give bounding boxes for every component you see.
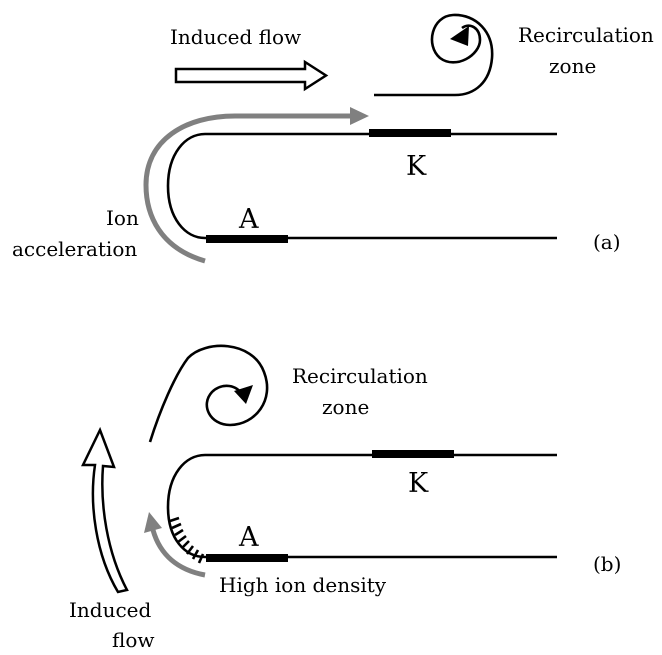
induced-flow-label-b-line1: Induced: [69, 598, 152, 622]
recirculation-label-b-line1: Recirculation: [292, 364, 428, 388]
electrode-k-b: [372, 450, 454, 458]
panel-a: Induced flow Recirculation zone K A Ion …: [12, 13, 654, 264]
ion-acceleration-arrowhead: [350, 107, 369, 125]
ion-arrow-b: [150, 529, 206, 578]
dielectric-surface-b: [166, 453, 557, 559]
induced-flow-label: Induced flow: [170, 25, 301, 49]
panel-b-label: (b): [593, 552, 621, 576]
electrode-a-b: [206, 554, 288, 562]
electrode-k-label: K: [406, 151, 427, 182]
dielectric-surface: [166, 132, 557, 240]
recirculation-spiral: [374, 13, 494, 97]
panel-b: Recirculation zone K A High ion density …: [69, 344, 621, 652]
ion-acceleration-label-line2: acceleration: [12, 237, 137, 261]
ion-arrowhead-b: [144, 512, 162, 533]
recirculation-spiral-b: [148, 344, 269, 443]
high-ion-density-label: High ion density: [219, 573, 387, 597]
panel-a-label: (a): [593, 230, 621, 254]
recirculation-label-line1: Recirculation: [518, 23, 654, 47]
electrode-k: [369, 129, 451, 137]
electrode-a-label-b: A: [238, 522, 259, 553]
ion-acceleration-label-line1: Ion: [106, 206, 139, 230]
recirculation-label-b-line2: zone: [322, 395, 369, 419]
induced-flow-arrow-b: [81, 426, 129, 594]
recirculation-arrowhead-b: [234, 385, 253, 404]
electrode-k-label-b: K: [408, 468, 429, 499]
induced-flow-label-b-line2: flow: [112, 628, 155, 652]
electrode-a: [206, 235, 288, 243]
high-ion-density-hatch: [169, 516, 205, 564]
ion-acceleration-arrow: [143, 113, 352, 264]
recirculation-label-line2: zone: [549, 54, 596, 78]
electrode-a-label: A: [238, 204, 259, 235]
recirculation-arrowhead: [450, 26, 469, 46]
induced-flow-arrow: [174, 59, 329, 92]
